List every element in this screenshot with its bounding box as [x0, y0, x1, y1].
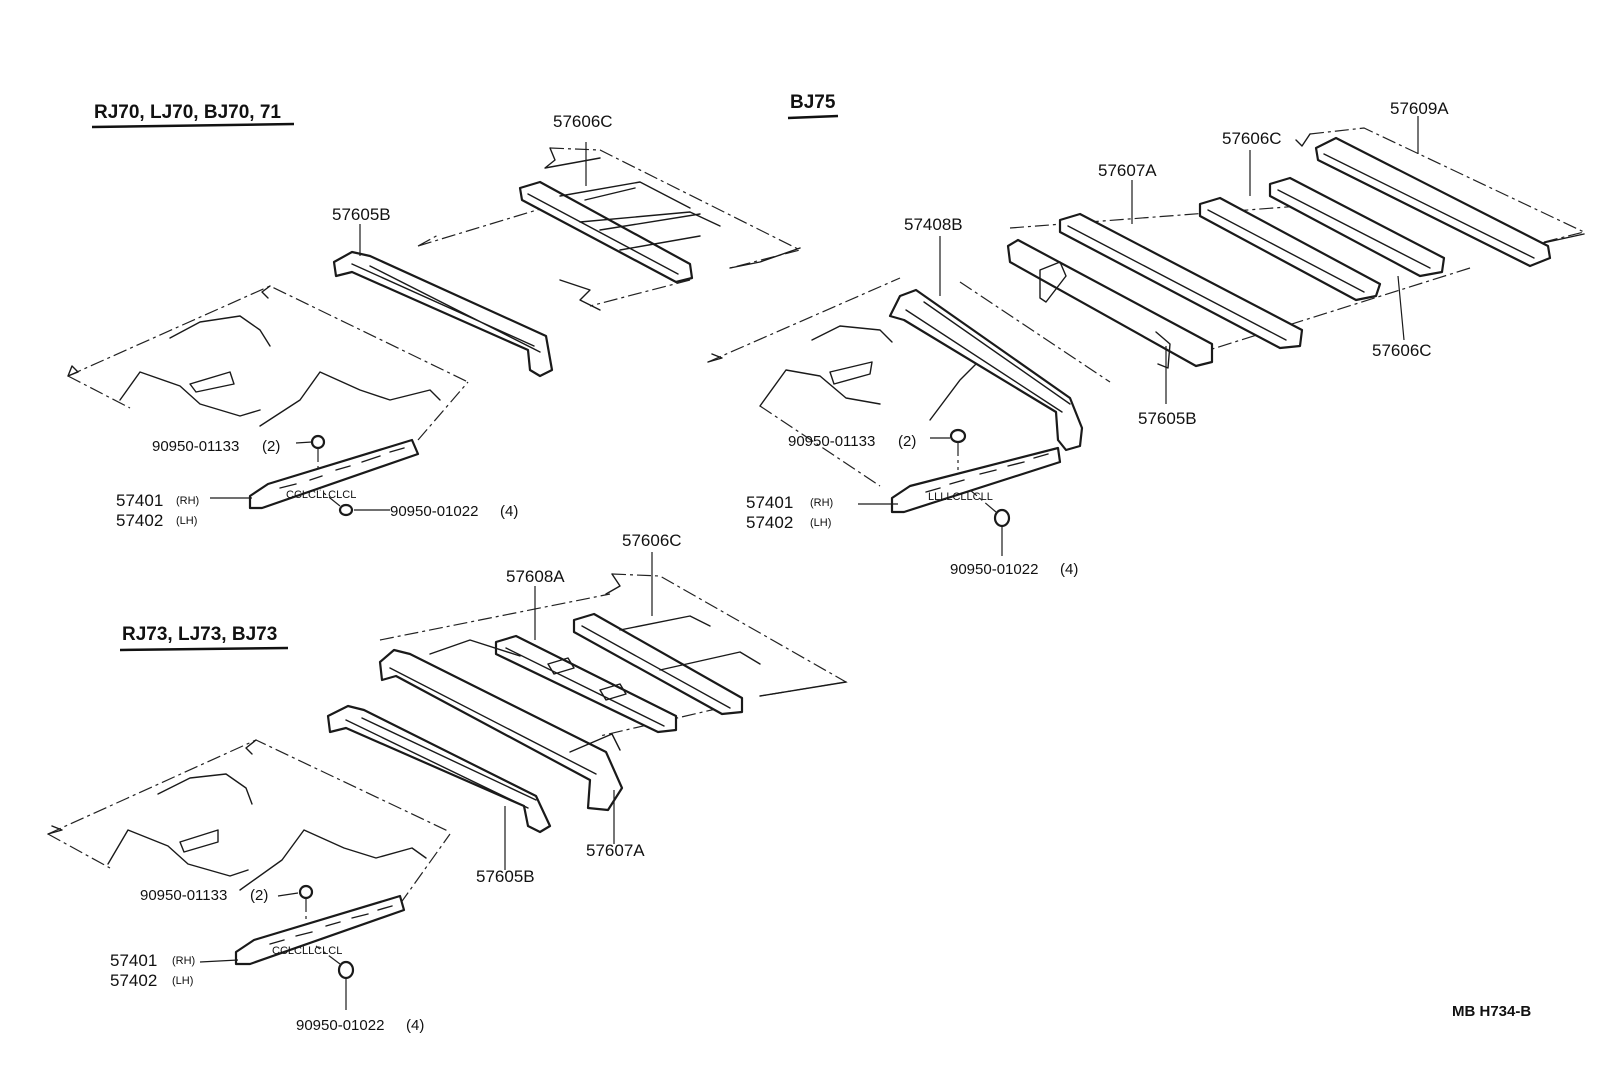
rj73-crossmember-57606c [572, 612, 761, 716]
group-rj70-header: RJ70, LJ70, BJ70, 71 [94, 102, 281, 123]
rj73-front-floor-pan [47, 739, 451, 905]
bj75-crossmember-57606c-right [1198, 196, 1382, 302]
rj73-label-57608a: 57608A [506, 567, 565, 586]
rj70-rear-floor-pan [417, 147, 802, 311]
rj70-label-rh: (RH) [176, 495, 199, 507]
bj75-label-bolt: 90950-01133 [788, 433, 875, 450]
bj75-label-bolt-qty: (2) [898, 433, 916, 450]
bj75-label-57605b: 57605B [1138, 409, 1197, 428]
group-rj70-header-underline [91, 122, 295, 129]
rj73-crossmember-57605b [326, 704, 552, 834]
rj70-label-bolt: 90950-01133 [152, 438, 239, 455]
bj75-crossmember-57609a [1314, 136, 1552, 268]
bj75-label-57402: 57402 [746, 513, 793, 532]
bj75-label-57606c-right: 57606C [1372, 341, 1432, 360]
group-rj73-header: RJ73, LJ73, BJ73 [122, 624, 277, 645]
rj73-label-57605b: 57605B [476, 867, 535, 886]
rj70-side-rail: CCLCLLCLCL [248, 438, 420, 510]
rj73-label-bolt-qty: (2) [250, 887, 268, 904]
bj75-crossmember-57607a [1058, 212, 1304, 350]
bj75-rear-floor-pan [1009, 127, 1586, 357]
rj70-label-57606c: 57606C [553, 112, 613, 131]
bj75-side-rail: LLLLCLLCLL [890, 446, 1062, 514]
rj70-front-floor-pan [67, 285, 469, 441]
rj73-label-57402: 57402 [110, 971, 157, 990]
rj73-label-plug-qty: (4) [406, 1017, 424, 1034]
bj75-rail-markings: LLLLCLLCLL [928, 491, 993, 503]
rj70-label-lh: (LH) [176, 515, 197, 527]
group-rj73: RJ73, LJ73, BJ73 [47, 531, 848, 1034]
rj70-label-plug-qty: (4) [500, 503, 518, 520]
group-bj75-header-underline [787, 114, 839, 120]
rj70-rail-markings: CCLCLLCLCL [286, 489, 356, 501]
bj75-label-lh: (LH) [810, 517, 831, 529]
rj73-label-lh: (LH) [172, 975, 193, 987]
rj73-label-bolt: 90950-01133 [140, 887, 227, 904]
bj75-bolt-icon [949, 428, 967, 444]
rj70-crossmember-57605b [332, 250, 554, 378]
bj75-crossmember-57605b [1006, 238, 1214, 369]
bj75-label-57609a: 57609A [1390, 99, 1449, 118]
bj75-label-57401: 57401 [746, 493, 793, 512]
rj70-label-57401: 57401 [116, 491, 163, 510]
rj73-label-57401: 57401 [110, 951, 157, 970]
rj70-label-57605b: 57605B [332, 205, 391, 224]
rj73-side-rail: CCLCLLCLCL [234, 894, 406, 966]
rj70-crossmember-57606c [518, 180, 721, 284]
bj75-label-plug-qty: (4) [1060, 561, 1078, 578]
rj70-label-57402: 57402 [116, 511, 163, 530]
rj73-label-rh: (RH) [172, 955, 195, 967]
bj75-crossmember-57408b [888, 288, 1084, 452]
bj75-crossmember-57606c-top [1268, 176, 1446, 278]
group-bj75: BJ75 [707, 92, 1586, 578]
rj70-label-plug: 90950-01022 [390, 503, 478, 520]
bj75-plug-icon [993, 508, 1011, 528]
bj75-label-57607a: 57607A [1098, 161, 1157, 180]
rj70-plug-icon [338, 503, 354, 517]
rj70-bolt-icon [310, 434, 326, 450]
rj70-label-bolt-qty: (2) [262, 438, 280, 455]
rj73-label-57606c: 57606C [622, 531, 682, 550]
rj73-rear-floor-pan [379, 573, 848, 737]
diagram-reference-code: MB H734-B [1452, 1003, 1531, 1020]
group-rj73-header-underline [119, 646, 289, 652]
bj75-label-57606c-top: 57606C [1222, 129, 1282, 148]
rj73-bolt-icon [298, 884, 314, 900]
rj73-plug-icon [337, 960, 355, 980]
bj75-label-rh: (RH) [810, 497, 833, 509]
bj75-label-57408b: 57408B [904, 215, 963, 234]
group-rj70: RJ70, LJ70, BJ70, 71 [67, 102, 802, 530]
rj73-crossmember-57607a [378, 639, 624, 812]
group-bj75-header: BJ75 [790, 92, 836, 113]
rj73-label-57607a: 57607A [586, 841, 645, 860]
bj75-label-plug: 90950-01022 [950, 561, 1038, 578]
rj73-crossmember-57608a [494, 634, 678, 734]
rj73-label-plug: 90950-01022 [296, 1017, 384, 1034]
rj73-rail-markings: CCLCLLCLCL [272, 945, 342, 957]
